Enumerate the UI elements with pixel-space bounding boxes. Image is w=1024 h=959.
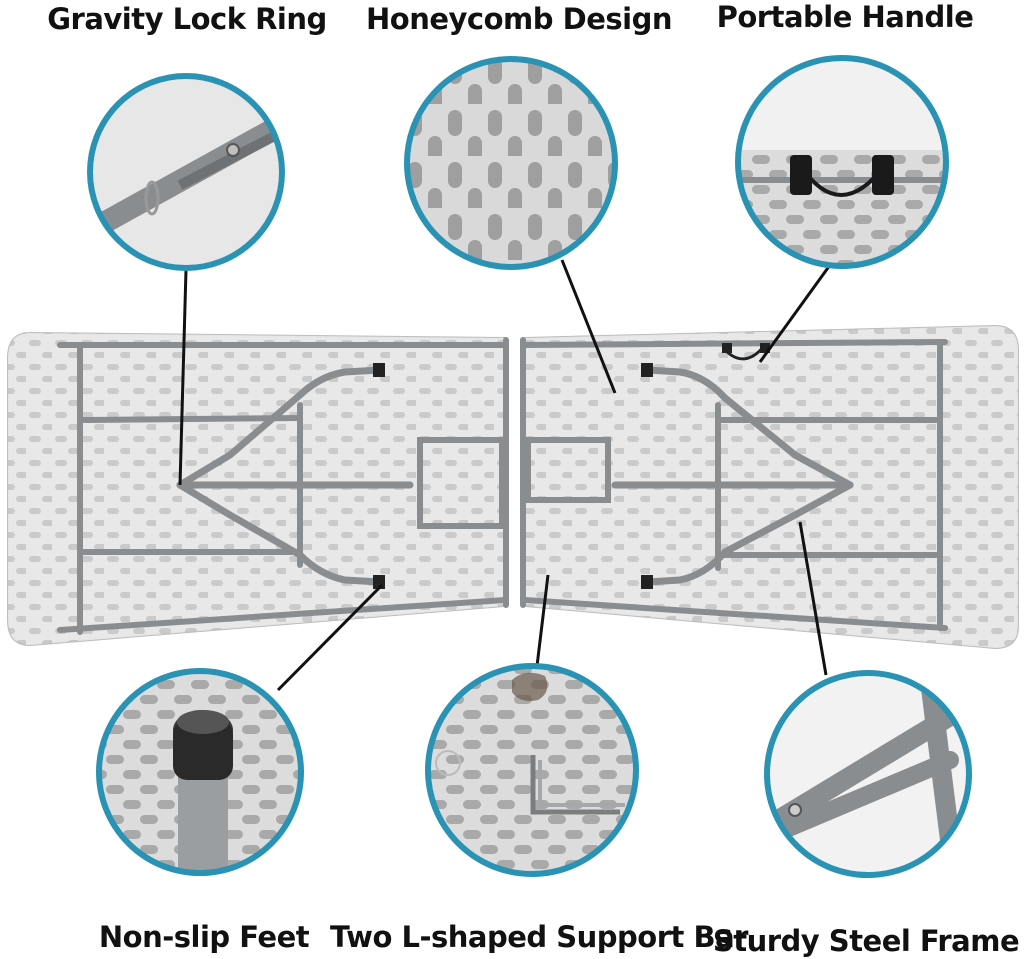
gravity-lock-ring-label: Gravity Lock Ring <box>47 2 327 36</box>
portable-handle-callout <box>735 55 949 269</box>
sturdy-steel-frame-label: Sturdy Steel Frame <box>712 924 1020 958</box>
non-slip-feet-callout <box>96 668 304 876</box>
l-shaped-support-bar-label: Two L-shaped Support Bar <box>330 920 748 954</box>
folding-table <box>7 324 1019 650</box>
non-slip-feet-label: Non-slip Feet <box>98 920 310 954</box>
gravity-lock-ring-callout <box>87 73 285 271</box>
l-shaped-support-bar-callout <box>425 663 639 877</box>
honeycomb-design-callout <box>404 56 618 270</box>
sturdy-steel-frame-callout <box>764 670 972 878</box>
callout-lines <box>178 259 832 692</box>
portable-handle-label: Portable Handle <box>716 0 974 34</box>
honeycomb-design-label: Honeycomb Design <box>366 2 672 36</box>
